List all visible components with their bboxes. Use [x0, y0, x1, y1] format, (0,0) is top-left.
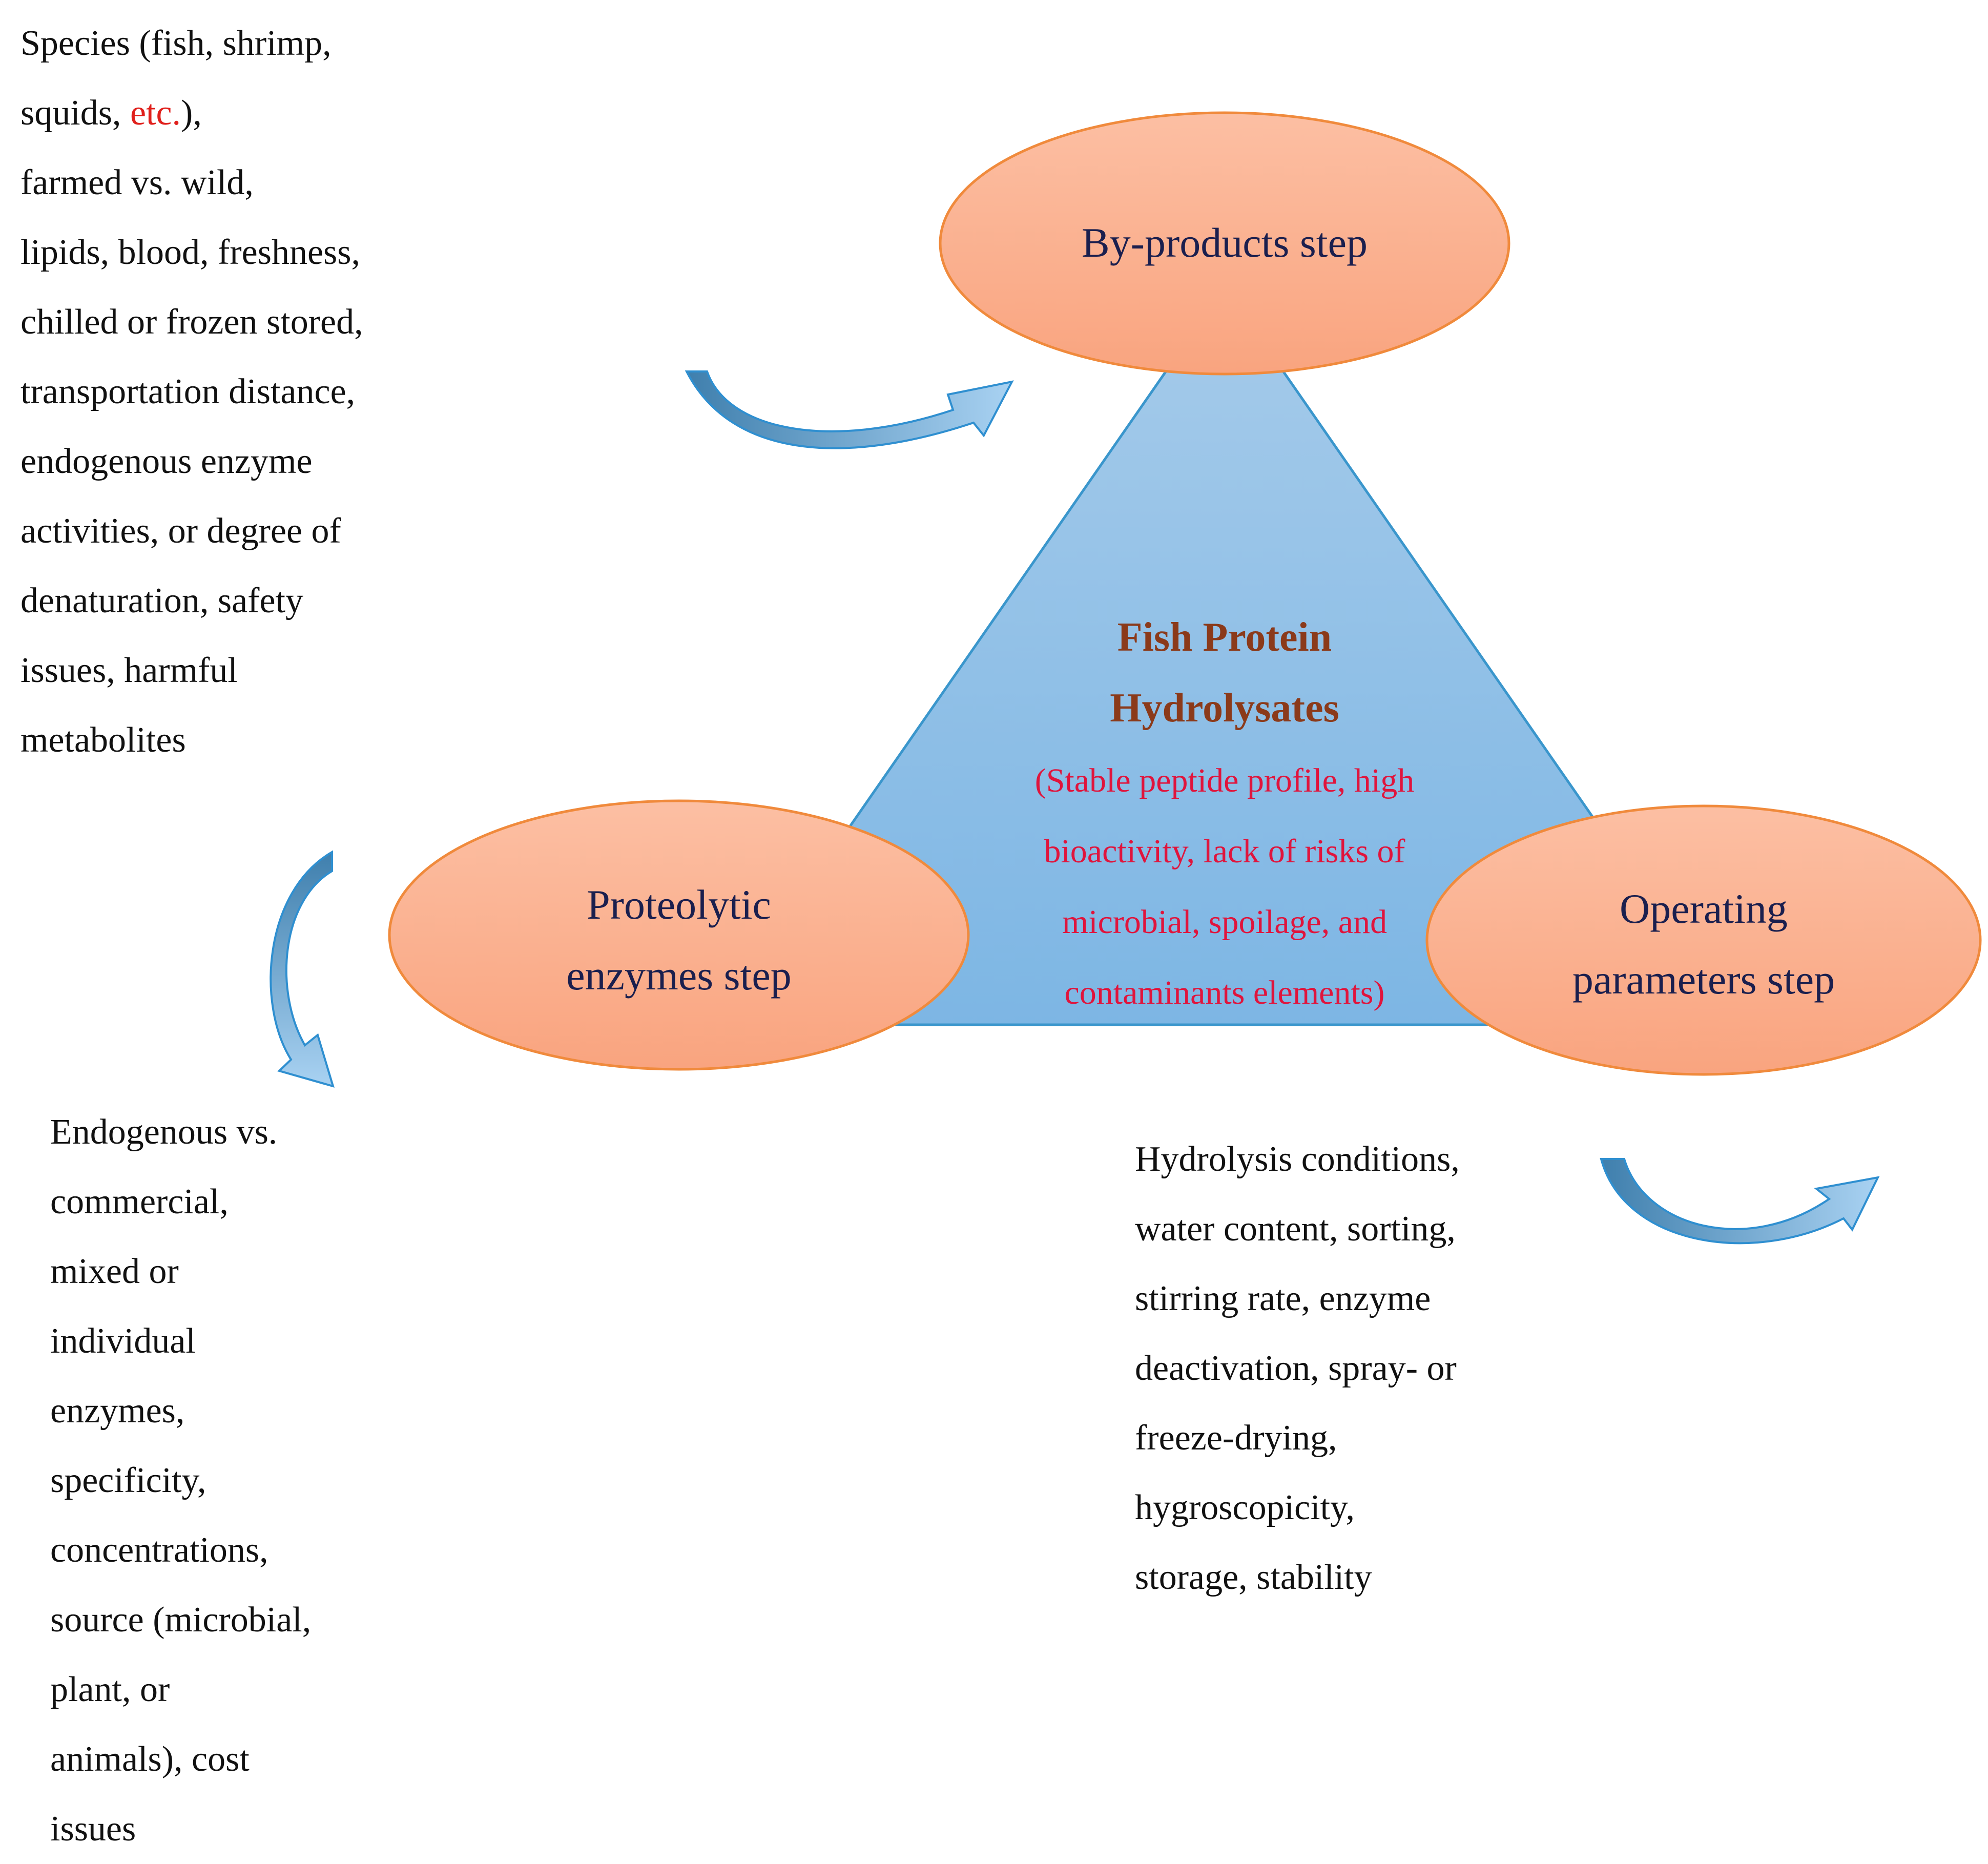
curved-arrow-icon — [1600, 1158, 1880, 1245]
operating-step-label-line: parameters step — [1572, 956, 1835, 1003]
operating-note-line: storage, stability — [1135, 1558, 1372, 1597]
center-title: Fish Protein Hydrolysates — [994, 602, 1455, 743]
central-triangle — [710, 284, 1739, 1026]
byproducts-step-label-line: By-products step — [1082, 219, 1368, 266]
proteolytic-note: Endogenous vs. commercial, mixed or indi… — [50, 1097, 311, 1864]
byproducts-note-text: squids, — [20, 93, 130, 133]
proteolytic-note-line: Endogenous vs. — [50, 1112, 278, 1152]
byproducts-note-text: ), — [181, 93, 202, 133]
proteolytic-step-label-line: Proteolytic — [587, 881, 771, 928]
center-subtitle-line: (Stable peptide profile, high — [1034, 762, 1415, 799]
operating-step-label-line: Operating — [1620, 885, 1788, 932]
byproducts-note-line: issues, harmful — [20, 651, 238, 690]
byproducts-note-line: farmed vs. wild, — [20, 163, 254, 202]
byproducts-note-line: chilled or frozen stored, — [20, 302, 363, 342]
proteolytic-note-line: source (microbial, — [50, 1600, 312, 1640]
operating-note-line: hygroscopicity, — [1135, 1488, 1355, 1527]
proteolytic-note-line: commercial, — [50, 1182, 229, 1221]
byproducts-note-line: endogenous enzyme — [20, 442, 313, 481]
proteolytic-note-line: concentrations, — [50, 1530, 268, 1570]
proteolytic-note-line: specificity, — [50, 1461, 206, 1500]
byproducts-note-line: squids, etc.), — [20, 78, 363, 148]
proteolytic-note-line: enzymes, — [50, 1391, 185, 1431]
proteolytic-note-line: plant, or — [50, 1670, 170, 1709]
curved-arrow-icon — [685, 370, 1014, 449]
operating-note-line: stirring rate, enzyme — [1135, 1279, 1431, 1318]
center-title-line: Fish Protein — [1117, 615, 1332, 660]
proteolytic-step-label-line: enzymes step — [566, 952, 792, 999]
byproducts-note-line: denaturation, safety — [20, 581, 304, 620]
byproducts-note-line: activities, or degree of — [20, 511, 341, 551]
byproducts-note: Species (fish, shrimp, squids, etc.), fa… — [20, 9, 363, 775]
center-subtitle: (Stable peptide profile, high bioactivit… — [968, 745, 1481, 1028]
byproducts-note-line: metabolites — [20, 720, 186, 760]
operating-note: Hydrolysis conditions, water content, so… — [1135, 1125, 1460, 1612]
operating-note-line: freeze-drying, — [1135, 1418, 1337, 1458]
operating-note-line: Hydrolysis conditions, — [1135, 1140, 1460, 1179]
curved-arrow-icon — [270, 850, 335, 1088]
proteolytic-step-ellipse — [388, 799, 970, 1071]
byproducts-note-line: transportation distance, — [20, 372, 356, 411]
center-subtitle-line: contaminants elements) — [1064, 974, 1385, 1011]
operating-note-line: deactivation, spray- or — [1135, 1349, 1457, 1388]
operating-step-label: Operating parameters step — [1499, 874, 1909, 1015]
byproducts-note-line: Species (fish, shrimp, — [20, 24, 332, 63]
byproducts-note-line: lipids, blood, freshness, — [20, 233, 361, 272]
proteolytic-note-line: mixed or — [50, 1252, 179, 1291]
proteolytic-note-line: issues — [50, 1809, 136, 1849]
center-title-line: Hydrolysates — [1110, 686, 1339, 731]
center-subtitle-line: microbial, spoilage, and — [1062, 903, 1388, 941]
etc-highlight: etc. — [130, 93, 181, 133]
byproducts-step-ellipse — [939, 111, 1510, 376]
byproducts-step-label: By-products step — [1020, 208, 1430, 278]
proteolytic-note-line: individual — [50, 1321, 196, 1361]
proteolytic-step-label: Proteolytic enzymes step — [474, 869, 884, 1011]
operating-step-ellipse — [1425, 804, 1982, 1076]
proteolytic-note-line: animals), cost — [50, 1739, 250, 1779]
center-subtitle-line: bioactivity, lack of risks of — [1044, 833, 1405, 870]
operating-note-line: water content, sorting, — [1135, 1209, 1456, 1249]
